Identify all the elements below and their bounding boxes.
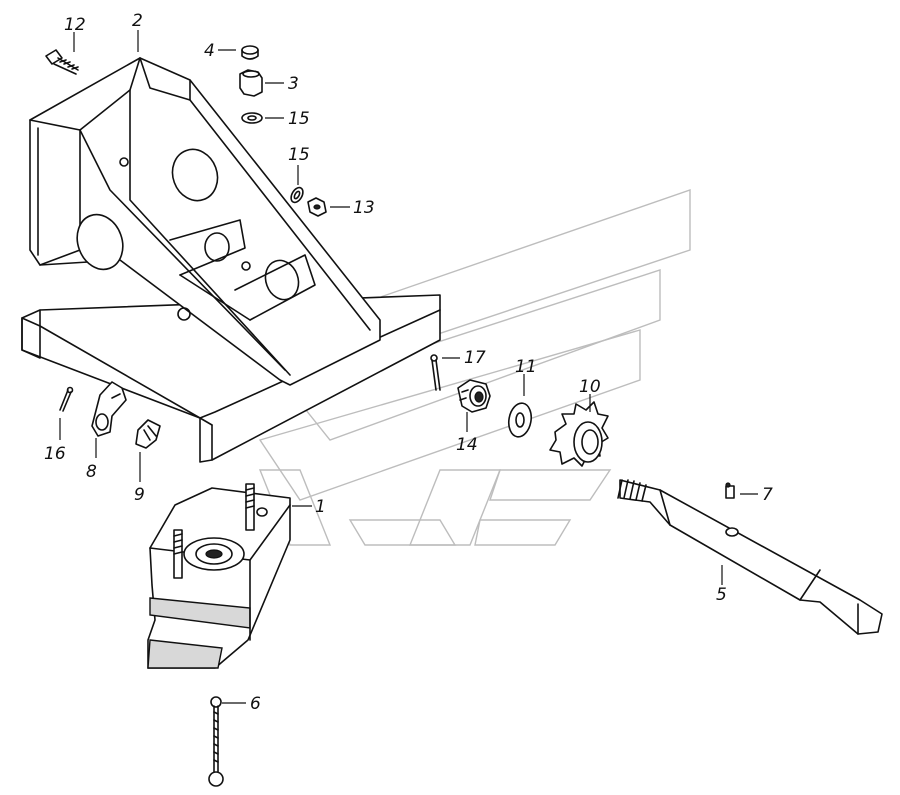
callout-11: 11: [515, 357, 537, 377]
nut-part-13: [307, 197, 327, 217]
rod-part-6: [208, 696, 224, 787]
cotter-pin-part-16: [59, 386, 74, 412]
cotter-pin-part-17: [430, 354, 441, 391]
callout-5: 5: [716, 585, 727, 605]
callout-labels: 12 2 4 3 15 15 13 17 14 11 10 7 5 1 6 16…: [44, 11, 773, 714]
callout-10: 10: [579, 377, 601, 397]
callout-17: 17: [464, 348, 486, 368]
bolt-part-12: [45, 49, 79, 75]
callout-3: 3: [288, 74, 299, 94]
clamp-part-8: [91, 381, 127, 437]
castle-nut-part-14: [457, 379, 491, 413]
callout-12: 12: [64, 15, 86, 35]
washer-part-11: [507, 402, 533, 438]
leader-lines: [59, 30, 758, 704]
callout-13: 13: [353, 198, 375, 218]
gear-part-10: [549, 401, 609, 467]
washer-part-15-top: [241, 112, 263, 124]
callout-15-top: 15: [288, 109, 310, 129]
callout-14: 14: [456, 435, 478, 455]
hex-sleeve-part-3: [239, 69, 263, 97]
callout-6: 6: [250, 694, 261, 714]
shaft-part-5: [617, 479, 883, 635]
callout-8: 8: [86, 462, 97, 482]
housing-part-1: [147, 483, 291, 669]
clip-part-9: [135, 419, 161, 449]
cap-part-4: [241, 45, 259, 60]
callout-15-lower: 15: [288, 145, 310, 165]
callout-9: 9: [134, 485, 145, 505]
pin-part-7: [725, 482, 735, 499]
callout-2: 2: [132, 11, 143, 31]
bracket-frame-part-2: [21, 57, 441, 463]
callout-1: 1: [315, 497, 326, 517]
callout-4: 4: [204, 41, 215, 61]
callout-7: 7: [762, 485, 773, 505]
washer-part-15-lower: [290, 186, 304, 204]
callout-16: 16: [44, 444, 66, 464]
